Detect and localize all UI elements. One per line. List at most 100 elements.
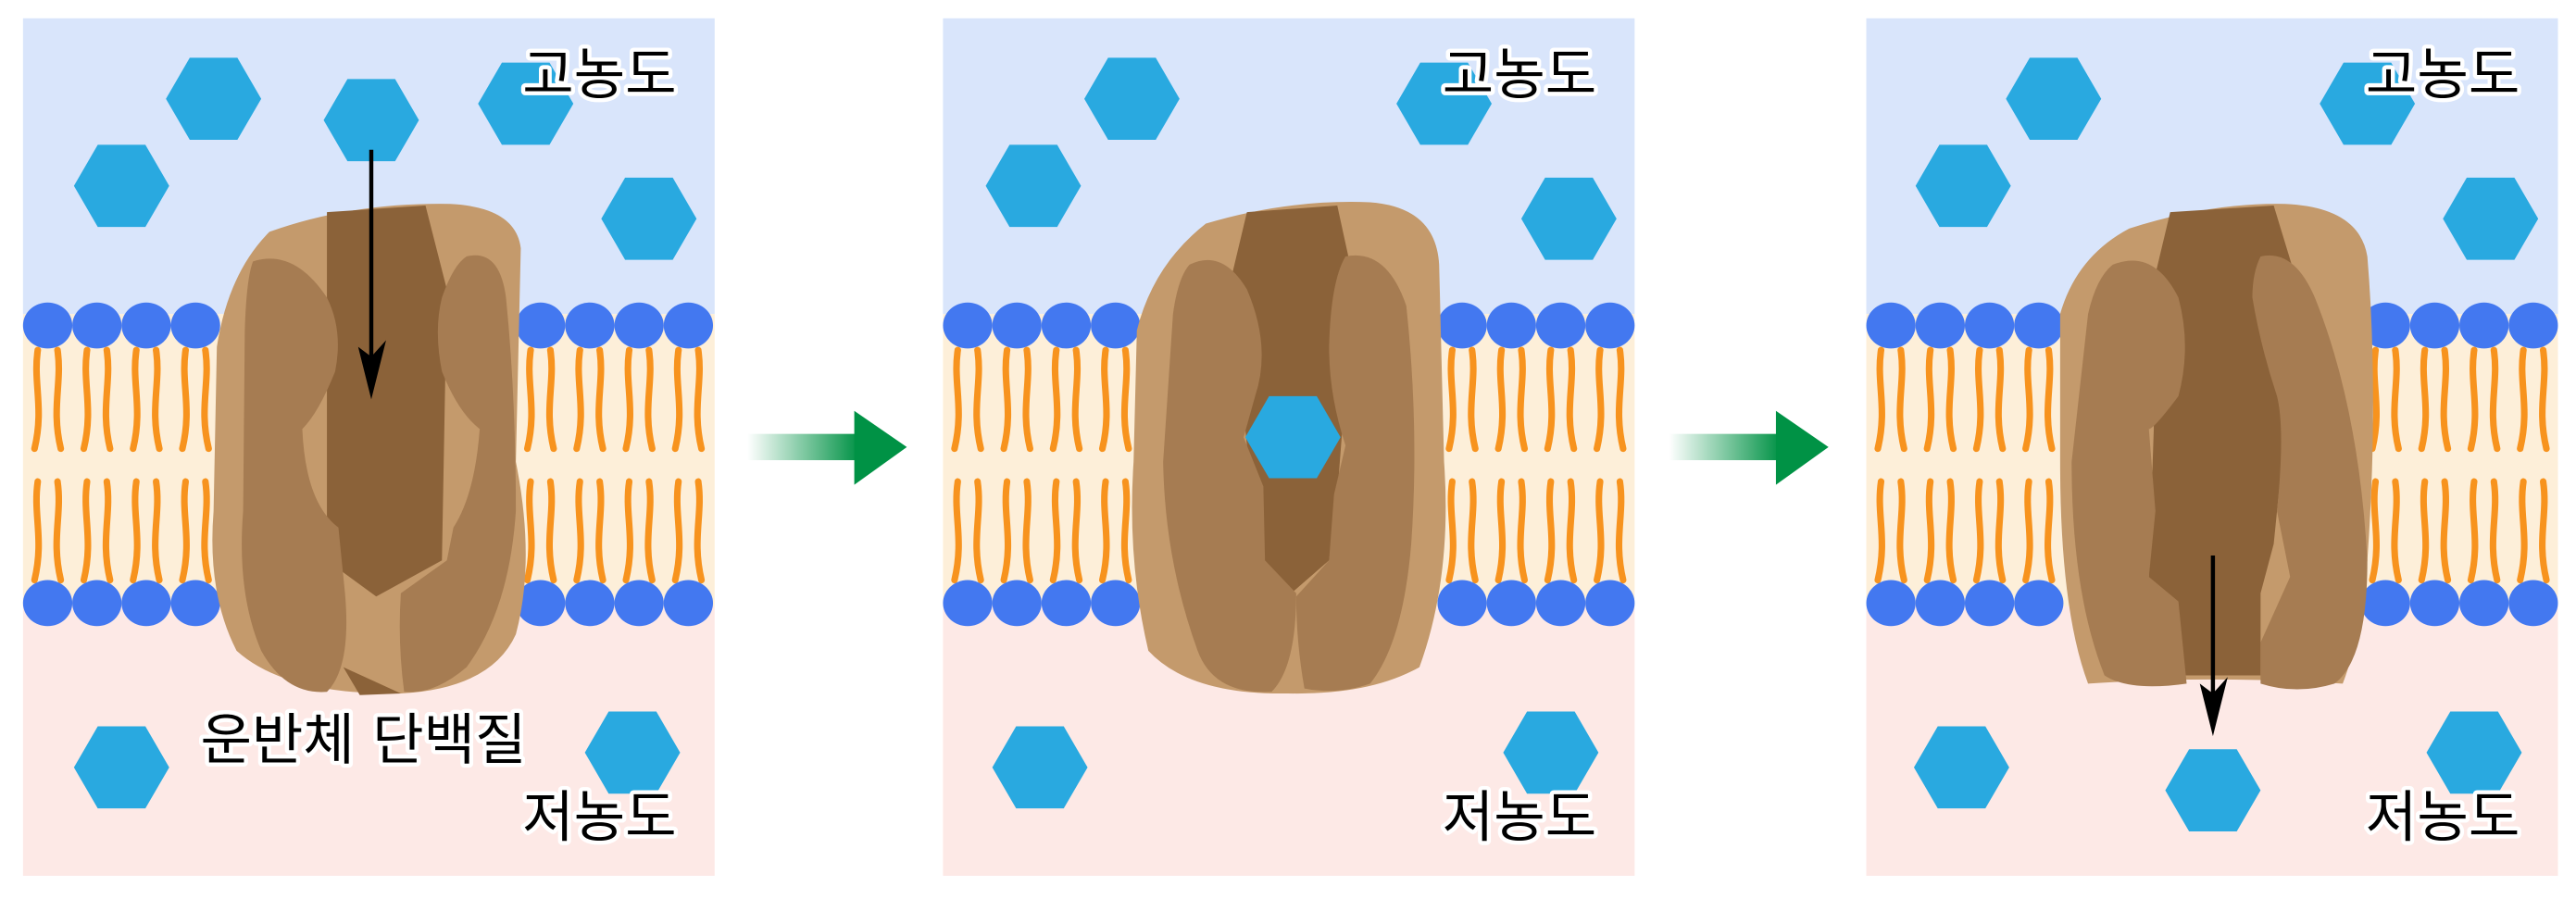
phospholipid-head — [943, 302, 993, 349]
arrow-right-icon — [854, 410, 907, 485]
phospholipid-head — [2508, 302, 2558, 349]
lipid-tail — [644, 346, 656, 453]
phospholipid-head — [121, 302, 171, 349]
solute-molecule-hexagon — [1396, 62, 1493, 145]
lipid-tail — [1071, 478, 1083, 584]
phospholipid-head — [72, 580, 122, 627]
high-concentration-label: 고농도 — [1443, 43, 1596, 107]
lipid-tail — [53, 346, 65, 453]
lipid-tail — [1615, 478, 1627, 584]
lipid-tail — [31, 478, 43, 584]
phospholipid-head — [1486, 302, 1536, 349]
lipid-tail — [2440, 478, 2452, 584]
lipid-tail — [1874, 478, 1885, 584]
lipid-tail — [595, 478, 606, 584]
phospholipid-head — [1486, 580, 1536, 627]
lipid-tail — [2022, 478, 2033, 584]
phospholipid-head — [992, 580, 1042, 627]
lipid-tail — [671, 346, 683, 453]
phospholipid-head — [565, 580, 615, 627]
lipid-tail — [80, 478, 92, 584]
lipid-tail — [1566, 346, 1578, 453]
solute-molecule-hexagon — [2426, 711, 2522, 794]
panel-step-2: 고농도 저농도 — [943, 18, 1635, 876]
phospholipid-head — [121, 580, 171, 627]
lipid-tail — [1049, 478, 1061, 584]
arrowhead-icon — [357, 340, 386, 400]
step-arrow-1 — [747, 410, 907, 485]
lipid-tail — [622, 346, 633, 453]
lipid-tail — [1923, 478, 1935, 584]
solute-molecule-hexagon — [1083, 57, 1180, 141]
phospholipid-head — [663, 580, 714, 627]
low-concentration-label: 저농도 — [2366, 785, 2520, 850]
lipid-tail — [152, 346, 163, 453]
lipid-tail — [2022, 346, 2033, 453]
phospholipid-head — [2360, 580, 2410, 627]
step-arrow-2 — [1669, 410, 1829, 485]
solute-molecule-hexagon — [1503, 711, 1599, 794]
solute-molecule-hexagon — [584, 711, 681, 794]
lipid-tail — [951, 478, 962, 584]
phospholipid-head — [1866, 580, 1916, 627]
phospholipid-head — [170, 302, 220, 349]
phospholipid-head — [1437, 580, 1487, 627]
lipid-tail — [1098, 346, 1110, 453]
lipid-tail — [2489, 478, 2501, 584]
lipid-tail — [80, 346, 92, 453]
phospholipid-head — [2508, 580, 2558, 627]
phospholipid-head — [1585, 580, 1635, 627]
solute-molecule-hexagon — [985, 144, 1082, 228]
solute-molecule-hexagon — [2006, 57, 2102, 141]
solute-molecule-hexagon — [73, 144, 169, 228]
lipid-tail — [973, 478, 984, 584]
solute-molecule-hexagon — [166, 57, 262, 141]
lipid-tail — [152, 478, 163, 584]
lipid-tail — [1566, 478, 1578, 584]
solute-molecule-hexagon — [2165, 749, 2261, 832]
phospholipid-head — [1437, 302, 1487, 349]
arrow-right-icon — [1775, 410, 1829, 485]
lipid-tail — [201, 478, 212, 584]
lipid-tail — [1517, 346, 1529, 453]
carrier-protein-label: 운반체 단백질 — [200, 708, 526, 773]
phospholipid-head — [2459, 302, 2509, 349]
phospholipid-head — [1041, 580, 1092, 627]
lipid-tail — [1594, 346, 1605, 453]
phospholipid-head — [565, 302, 615, 349]
lipid-tail — [694, 478, 706, 584]
lipid-tail — [1945, 346, 1957, 453]
lipid-tail — [523, 346, 535, 453]
lipid-tail — [130, 478, 141, 584]
lipid-tail — [2369, 478, 2380, 584]
lipid-tail — [573, 346, 584, 453]
solute-molecule-hexagon — [1915, 144, 2011, 228]
panel-step-3: 고농도 저농도 — [1866, 18, 2558, 876]
lipid-tail — [2467, 346, 2479, 453]
solute-molecule-hexagon — [2443, 177, 2539, 260]
phospholipid-head — [2014, 580, 2064, 627]
lipid-tail — [951, 346, 962, 453]
lipid-tail — [644, 478, 656, 584]
lipid-tail — [1972, 346, 1984, 453]
carrier-protein — [212, 204, 526, 695]
lipid-tail — [102, 346, 114, 453]
lipid-tail — [573, 478, 584, 584]
phospholipid-head — [516, 580, 566, 627]
phospholipid-head — [170, 580, 220, 627]
lipid-tail — [1049, 346, 1061, 453]
phospholipid-head — [992, 302, 1042, 349]
phospholipid-head — [1041, 302, 1092, 349]
lipid-tail — [31, 346, 43, 453]
phospholipid-head — [943, 580, 993, 627]
lipid-tail — [1896, 478, 1907, 584]
lipid-tail — [1517, 478, 1529, 584]
solute-molecule-hexagon — [992, 726, 1088, 809]
phospholipid-head — [614, 580, 664, 627]
lipid-tail — [622, 478, 633, 584]
lipid-tail — [1098, 478, 1110, 584]
lipid-tail — [1594, 478, 1605, 584]
lipid-tail — [2539, 478, 2550, 584]
solute-molecule-hexagon — [1520, 177, 1617, 260]
